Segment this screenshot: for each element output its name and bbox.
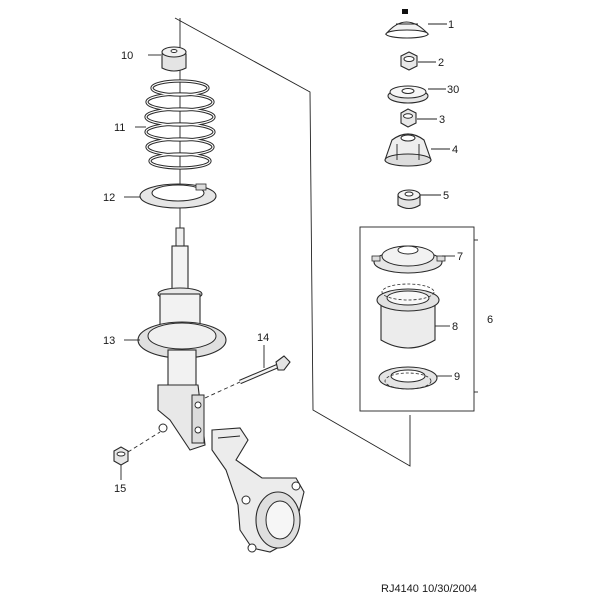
callout-14: 14: [257, 332, 269, 344]
callout-11: 11: [114, 122, 125, 134]
callout-13: 13: [103, 335, 115, 347]
part-5-bushing: [397, 189, 421, 210]
part-11-coil-highlight: [145, 80, 215, 169]
subassembly-box: [359, 226, 475, 412]
callout-3: 3: [439, 114, 445, 126]
part-30-washer: [387, 85, 429, 104]
part-2-nut: [400, 51, 418, 71]
callout-6: 6: [487, 314, 493, 326]
part-1-cap: [384, 9, 430, 39]
steering-knuckle: [211, 427, 305, 553]
callout-1: 1: [448, 19, 454, 31]
part-3-nut: [400, 108, 417, 128]
callout-4: 4: [452, 144, 458, 156]
part-8-isolator: [376, 283, 440, 349]
callout-15: 15: [114, 483, 126, 495]
part-15-nut: [113, 431, 161, 466]
callout-7: 7: [457, 251, 463, 263]
diagram-reference: RJ4140 10/30/2004: [381, 583, 478, 595]
callout-10: 10: [121, 50, 133, 62]
part-4-mount: [384, 133, 432, 167]
callout-2: 2: [438, 57, 444, 69]
callout-30: 30: [447, 84, 459, 96]
part-10-bump-stop: [161, 46, 187, 72]
callout-8: 8: [452, 321, 458, 333]
part-7-spring-seat: [371, 245, 446, 274]
explode-outline: [174, 17, 411, 467]
callout-12: 12: [103, 192, 115, 204]
part-14-bolt: [204, 355, 291, 399]
part-13-strut: [137, 227, 227, 451]
part-12-spring-pad: [139, 183, 217, 209]
part-9-lower-seat: [378, 366, 438, 390]
callout-5: 5: [443, 190, 449, 202]
callout-9: 9: [454, 371, 460, 383]
